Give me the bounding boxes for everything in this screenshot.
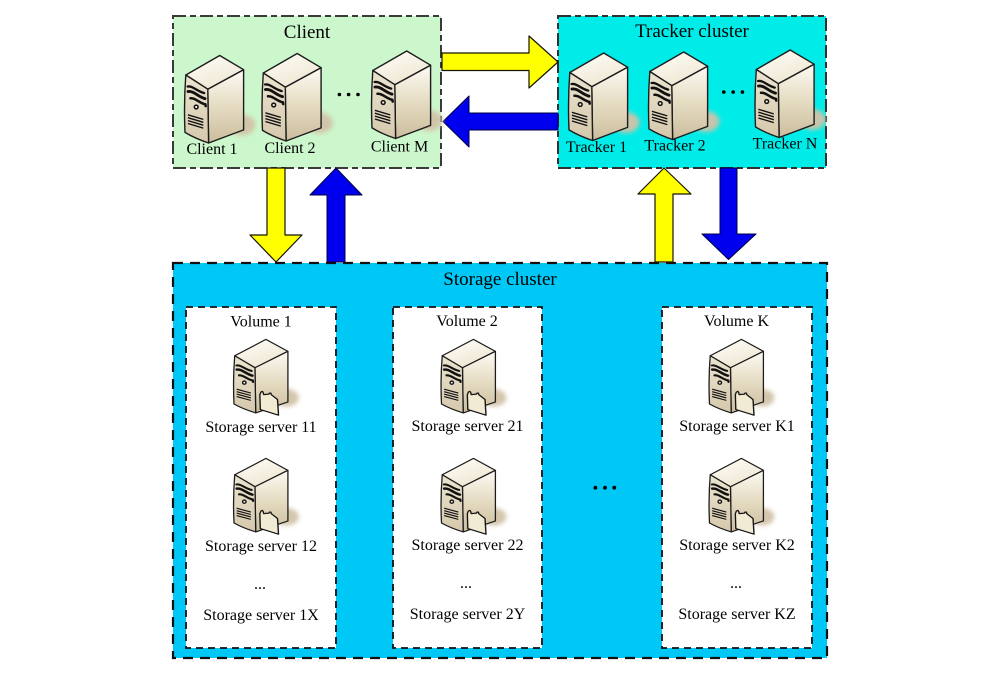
svg-text:Client 2: Client 2 bbox=[264, 140, 315, 157]
svg-text:Storage server 1X: Storage server 1X bbox=[203, 607, 319, 624]
svg-text:Storage server 22: Storage server 22 bbox=[412, 537, 524, 554]
svg-text:...: ... bbox=[254, 576, 266, 593]
svg-text:Client: Client bbox=[284, 22, 331, 43]
svg-text:Volume 2: Volume 2 bbox=[436, 313, 497, 330]
svg-text:Volume 1: Volume 1 bbox=[230, 314, 291, 331]
svg-text:Volume K: Volume K bbox=[704, 313, 769, 330]
svg-text:Storage server 21: Storage server 21 bbox=[412, 418, 524, 435]
svg-text:Tracker cluster: Tracker cluster bbox=[635, 21, 749, 42]
svg-text:Storage server 11: Storage server 11 bbox=[205, 419, 316, 436]
svg-text:Storage server K1: Storage server K1 bbox=[679, 418, 795, 435]
svg-text:Storage cluster: Storage cluster bbox=[443, 269, 557, 290]
svg-text:Tracker N: Tracker N bbox=[753, 136, 818, 153]
svg-text:Client M: Client M bbox=[371, 139, 428, 156]
svg-text:Tracker 1: Tracker 1 bbox=[566, 139, 627, 156]
svg-text:Storage server 2Y: Storage server 2Y bbox=[410, 606, 526, 623]
svg-text:...: ... bbox=[730, 575, 742, 592]
svg-text:Tracker 2: Tracker 2 bbox=[644, 138, 705, 155]
svg-text:Storage server K2: Storage server K2 bbox=[679, 537, 795, 554]
svg-text:Storage server KZ: Storage server KZ bbox=[678, 606, 795, 623]
svg-text:Client 1: Client 1 bbox=[186, 141, 237, 158]
svg-text:...: ... bbox=[460, 575, 472, 592]
svg-text:Storage server 12: Storage server 12 bbox=[205, 538, 317, 555]
